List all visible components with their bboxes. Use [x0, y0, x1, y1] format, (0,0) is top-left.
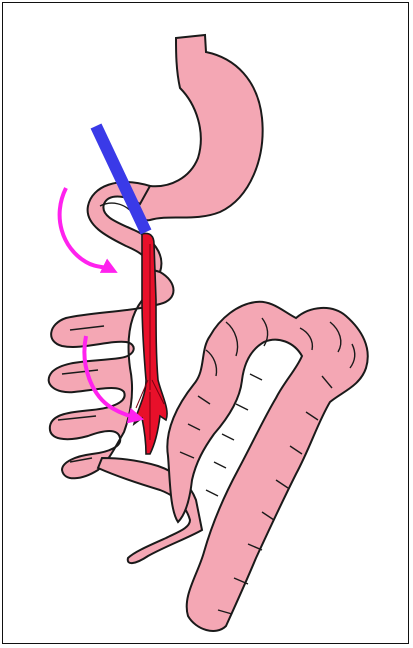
- stomach: [130, 35, 263, 220]
